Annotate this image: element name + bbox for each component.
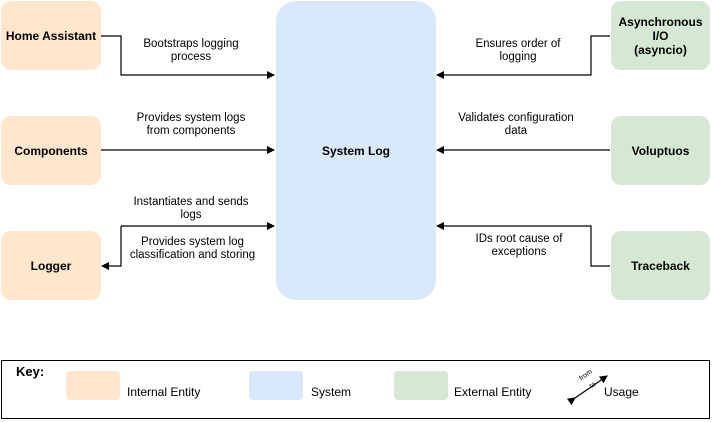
- key-label-internal: Internal Entity: [127, 385, 201, 399]
- key-usage-arrow: [566, 375, 608, 406]
- key-swatch-internal: [66, 371, 120, 400]
- key-label-external: External Entity: [454, 385, 532, 399]
- key-panel: [1, 360, 710, 419]
- edge-label-traceback: IDs root cause of exceptions: [475, 233, 563, 258]
- edge-system-to-logger: [101, 226, 122, 270]
- key-swatch-system: [249, 371, 303, 400]
- key-label-usage: Usage: [604, 385, 639, 399]
- edge-label-system-to-logger: Provides system log classification and s…: [129, 236, 256, 261]
- node-home-assistant: Home Assistant: [1, 1, 101, 70]
- edge-label-components: Provides system logs from components: [136, 112, 246, 137]
- edge-traceback: [436, 222, 610, 267]
- edge-home-assistant: [101, 35, 275, 79]
- node-logger: Logger: [1, 231, 101, 300]
- edge-label-voluptuos: Validates configuration data: [458, 112, 574, 137]
- node-components: Components: [1, 116, 101, 185]
- edge-asyncio: [436, 35, 610, 79]
- node-voluptuos: Voluptuos: [611, 116, 710, 185]
- key-swatch-external: [394, 371, 448, 400]
- edge-label-asyncio: Ensures order of logging: [475, 38, 561, 63]
- edge-label-home-assistant: Bootstraps logging process: [143, 38, 239, 63]
- key-label-system: System: [311, 385, 352, 399]
- node-asyncio: Asynchronous I/O (asyncio): [611, 1, 710, 70]
- node-traceback: Traceback: [611, 231, 710, 300]
- key-title: Key:: [16, 364, 45, 379]
- edge-label-logger-to-system: Instantiates and sends logs: [133, 196, 249, 221]
- node-system-log: System Log: [276, 1, 436, 300]
